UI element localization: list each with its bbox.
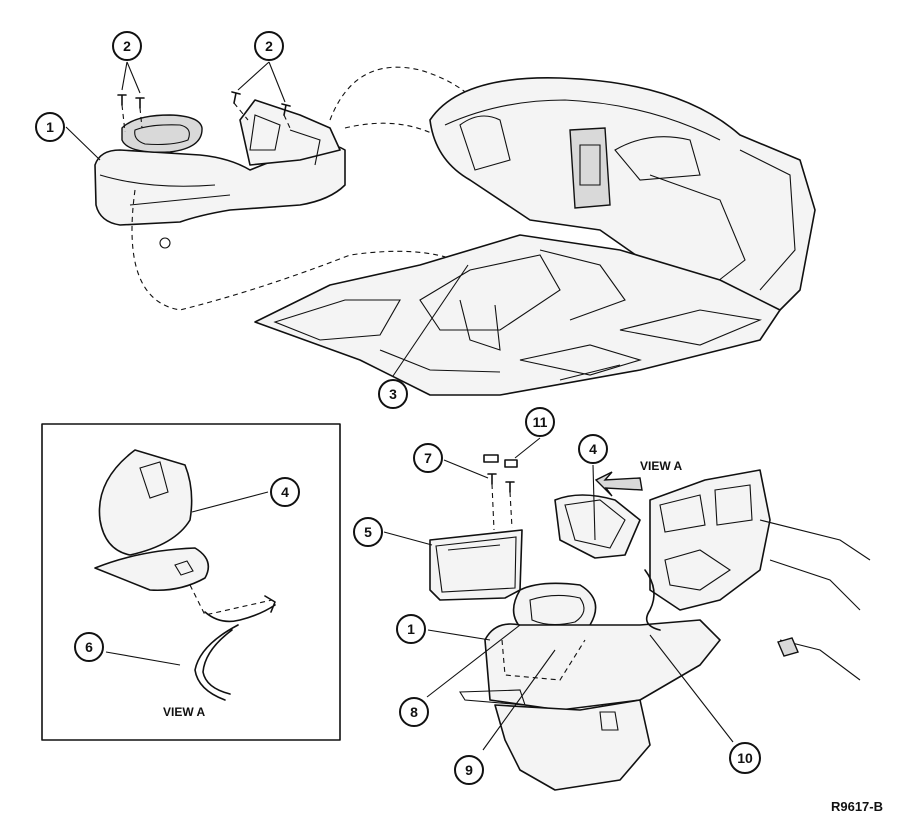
callout-11: 11 [525,407,555,437]
routing-line-lower [131,189,461,311]
callout-9: 9 [454,755,484,785]
callout-1-bottom: 1 [396,614,426,644]
svg-text:7: 7 [424,450,432,466]
view-a-arrow-label: VIEW A [640,459,683,473]
callout-5: 5 [353,517,383,547]
svg-text:9: 9 [465,762,473,778]
svg-text:2: 2 [265,38,273,54]
callout-10: 10 [729,742,761,774]
svg-text:5: 5 [364,524,372,540]
callout-3: 3 [378,379,408,409]
view-a-inset-label: VIEW A [163,705,206,719]
svg-text:6: 6 [85,639,93,655]
svg-text:8: 8 [410,704,418,720]
vehicle-floor-dashboard [254,77,816,396]
svg-text:1: 1 [46,119,54,135]
callout-2-left: 2 [112,31,142,61]
bottom-right-assembly [429,454,871,791]
callout-1-top: 1 [35,112,65,142]
svg-text:1: 1 [407,621,415,637]
view-a-pointer-arrow [594,471,643,497]
callout-8: 8 [399,697,429,727]
screws-left [117,94,145,133]
screws-right [231,91,291,129]
view-a-inset-parts [94,449,276,701]
svg-text:11: 11 [533,414,548,430]
callout-7: 7 [413,443,443,473]
callout-4-inset: 4 [270,477,300,507]
svg-text:4: 4 [589,441,597,457]
reference-code: R9617-B [831,799,883,814]
callout-2-right: 2 [254,31,284,61]
view-a-inset-frame [41,423,341,741]
svg-text:3: 3 [389,386,397,402]
callout-leaders [65,61,734,751]
svg-text:2: 2 [123,38,131,54]
svg-text:10: 10 [737,750,753,766]
callout-4-right: 4 [578,434,608,464]
svg-text:4: 4 [281,484,289,500]
callout-6: 6 [74,632,104,662]
top-console-assembly [94,99,346,249]
